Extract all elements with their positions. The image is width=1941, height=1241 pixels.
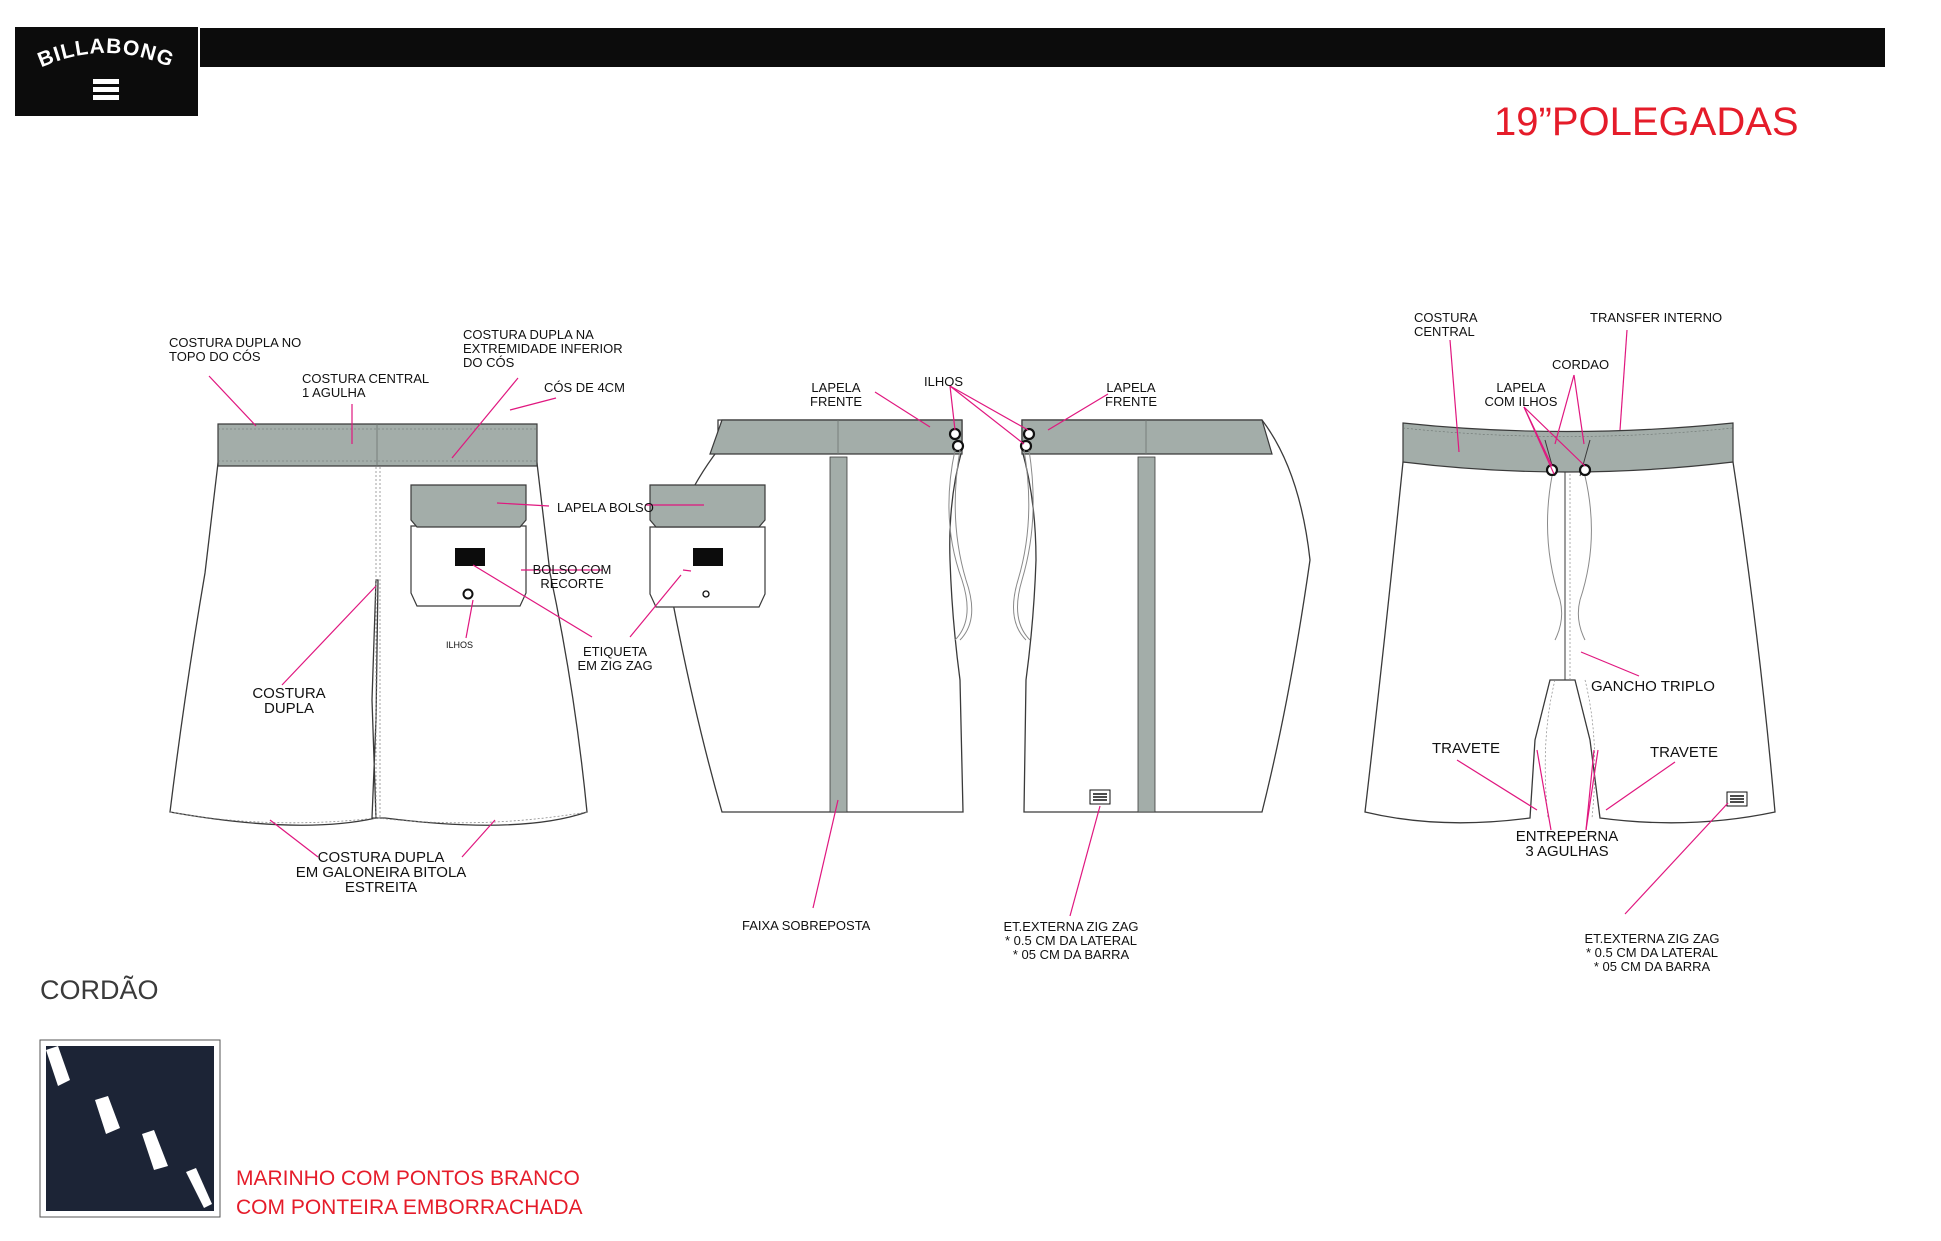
front-logo-icon <box>1726 791 1748 807</box>
side-view-right <box>1013 419 1311 813</box>
back-waistband <box>217 423 538 467</box>
side-pocket-label <box>693 548 723 566</box>
side-left-stripe <box>829 456 848 813</box>
callout-faixa-sobreposta: FAIXA SOBREPOSTA <box>742 918 871 933</box>
side-right-drawcord <box>1013 449 1034 641</box>
side-left-eyelet-icon-2 <box>951 439 965 453</box>
side-right-logo-icon <box>1089 789 1111 805</box>
cord-section-title: CORDÃO <box>40 975 159 1005</box>
white-dot-icons <box>46 1046 212 1208</box>
callout-et-externa-side: ET.EXTERNA ZIG ZAG* 0.5 CM DA LATERAL* 0… <box>1003 919 1139 962</box>
side-right-stripe <box>1137 456 1156 813</box>
back-view <box>169 423 588 826</box>
cord-description-line-1: MARINHO COM PONTOS BRANCO <box>236 1167 580 1190</box>
back-pocket-flap <box>410 484 527 528</box>
cord-description-line-2: COM PONTEIRA EMBORRACHADA <box>236 1196 583 1219</box>
side-right-eyelet-icon <box>1022 427 1036 441</box>
front-waistband <box>1402 422 1734 473</box>
side-left-eyelet-icon <box>948 427 962 441</box>
callout-lapela-bolso: LAPELA BOLSO <box>557 500 654 515</box>
side-left-drawcord <box>948 449 973 641</box>
side-pocket <box>649 526 766 608</box>
callout-travete-left: TRAVETE <box>1432 740 1501 757</box>
callout-gancho-triplo: GANCHO TRIPLO <box>1591 678 1715 695</box>
back-eyelet-icon <box>462 588 474 600</box>
front-drawcord <box>1547 475 1592 641</box>
side-pocket-eyelet-icon <box>702 590 710 598</box>
side-right-body <box>1021 419 1311 813</box>
length-title: 19”POLEGADAS <box>1494 100 1799 144</box>
front-eyelet-icon-right <box>1578 463 1592 477</box>
cord-swatch <box>39 1039 221 1218</box>
callout-cordao: CORDAO <box>1552 357 1610 372</box>
callout-cos-4cm: CÓS DE 4CM <box>544 380 625 395</box>
side-view-left <box>649 419 973 813</box>
side-pocket-flap <box>649 484 766 528</box>
side-left-body <box>664 419 964 813</box>
brand-logo-mark: BILLABONG <box>34 35 176 100</box>
side-left-waistband <box>709 419 963 455</box>
back-pocket-label <box>455 548 485 566</box>
side-right-waistband <box>1021 419 1273 455</box>
callout-travete-right: TRAVETE <box>1650 744 1719 761</box>
header-bar <box>200 28 1885 67</box>
front-view <box>1364 422 1776 824</box>
cord-description: MARINHO COM PONTOS BRANCO COM PONTEIRA E… <box>236 1164 583 1222</box>
callout-transfer-interno: TRANSFER INTERNO <box>1590 310 1723 325</box>
callout-ilhos-back: ILHOS <box>446 640 474 650</box>
callout-et-externa-front: ET.EXTERNA ZIG ZAG* 0.5 CM DA LATERAL* 0… <box>1584 931 1720 974</box>
callout-ilhos-side: ILHOS <box>924 374 964 389</box>
brand-logo: BILLABONG <box>15 27 198 116</box>
billabong-wave-icon <box>93 79 119 100</box>
callout-lines <box>208 329 1729 917</box>
